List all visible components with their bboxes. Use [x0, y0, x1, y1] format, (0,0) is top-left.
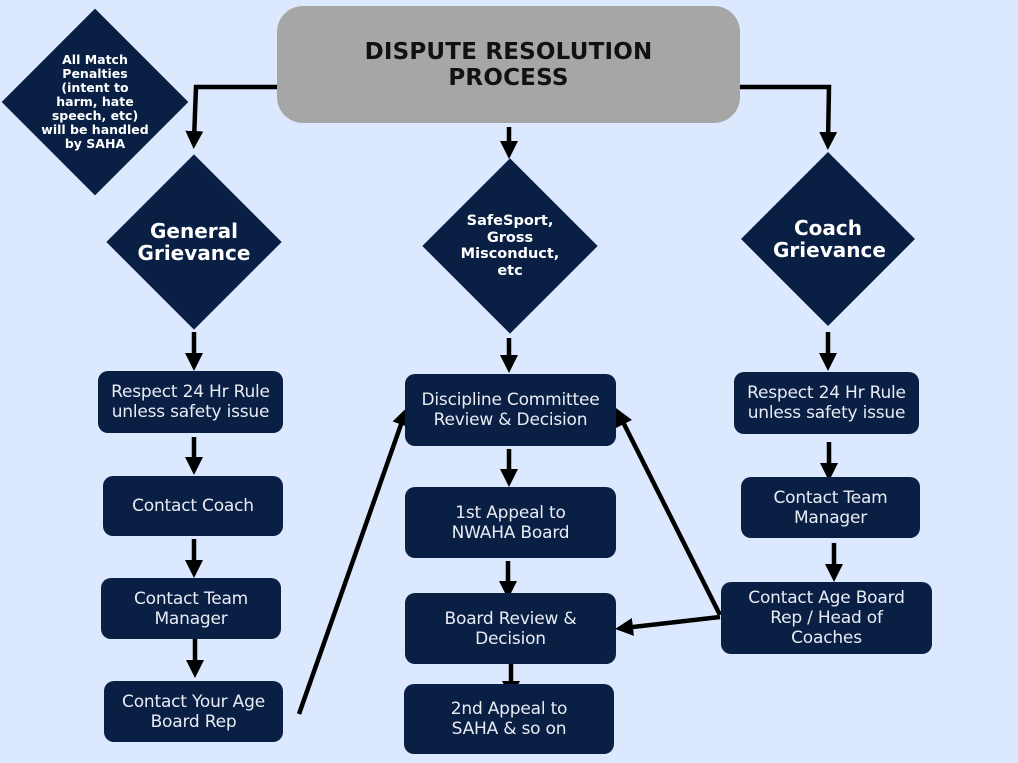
- step-respect-24hr-general: Respect 24 Hr Rule unless safety issue: [98, 371, 283, 433]
- decision-label: Coach Grievance: [773, 216, 886, 262]
- step-label: Contact Your Age Board Rep: [122, 691, 265, 732]
- step-label: Board Review & Decision: [444, 608, 577, 649]
- step-1st-appeal-nwaha: 1st Appeal to NWAHA Board: [405, 487, 616, 558]
- arrow-title-to-coach-grievance: [740, 84, 838, 150]
- step-label: Contact Coach: [132, 496, 254, 516]
- decision-label: General Grievance: [137, 219, 251, 265]
- step-contact-coach: Contact Coach: [103, 476, 283, 536]
- decision-safesport: SafeSport, Gross Misconduct, etc: [422, 158, 598, 334]
- step-label: Contact Team Manager: [773, 487, 888, 528]
- step-contact-team-manager-coach: Contact Team Manager: [741, 477, 920, 538]
- step-label: Discipline Committee Review & Decision: [421, 390, 600, 430]
- step-label: Contact Age Board Rep / Head of Coaches: [748, 588, 905, 648]
- note-diamond: All Match Penalties (intent to harm, hat…: [1, 8, 189, 196]
- decision-general-grievance: General Grievance: [106, 154, 282, 330]
- note-text: All Match Penalties (intent to harm, hat…: [41, 52, 149, 151]
- arrow-age-rep-to-discipline: [296, 407, 410, 715]
- decision-label: SafeSport, Gross Misconduct, etc: [460, 213, 560, 279]
- step-contact-age-board-rep: Contact Your Age Board Rep: [104, 681, 283, 742]
- title-box: DISPUTE RESOLUTION PROCESS: [277, 6, 740, 123]
- step-label: 2nd Appeal to SAHA & so on: [450, 699, 568, 739]
- step-contact-head-of-coaches: Contact Age Board Rep / Head of Coaches: [721, 582, 932, 654]
- step-label: Respect 24 Hr Rule unless safety issue: [111, 382, 270, 422]
- step-board-review: Board Review & Decision: [405, 593, 616, 664]
- arrow-head-coaches-to-discipline: [615, 407, 723, 617]
- step-label: Respect 24 Hr Rule unless safety issue: [747, 383, 906, 423]
- step-label: 1st Appeal to NWAHA Board: [451, 502, 570, 543]
- step-contact-team-manager-general: Contact Team Manager: [101, 578, 281, 639]
- step-discipline-committee: Discipline Committee Review & Decision: [405, 374, 616, 446]
- step-respect-24hr-coach: Respect 24 Hr Rule unless safety issue: [734, 372, 919, 434]
- decision-coach-grievance: Coach Grievance: [741, 152, 915, 326]
- arrow-head-coaches-to-board-review: [615, 614, 721, 636]
- step-2nd-appeal-saha: 2nd Appeal to SAHA & so on: [404, 684, 614, 754]
- page-title: DISPUTE RESOLUTION PROCESS: [364, 38, 653, 91]
- step-label: Contact Team Manager: [133, 588, 249, 629]
- arrow-title-to-general-grievance: [185, 84, 277, 149]
